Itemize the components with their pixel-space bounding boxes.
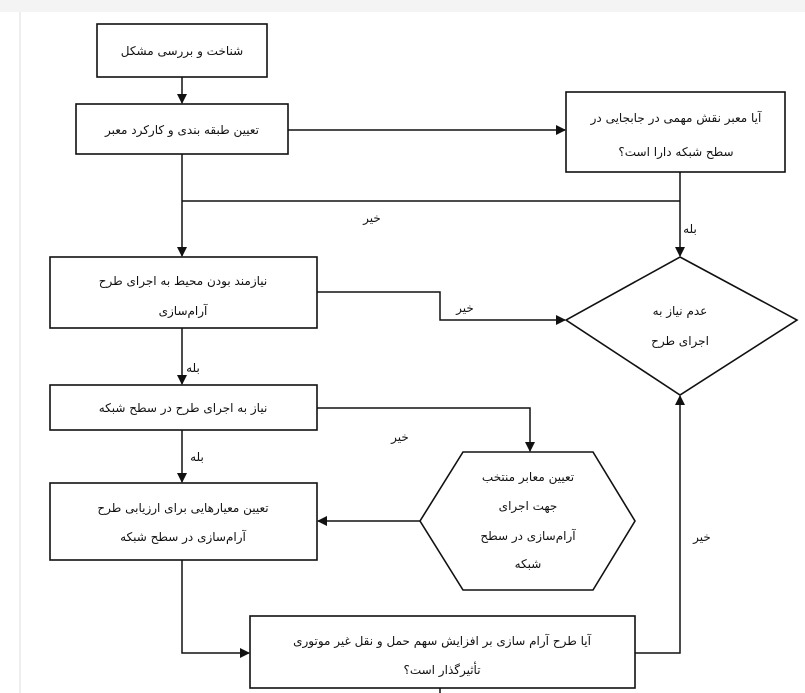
node-no-need (564, 256, 799, 396)
node-need-question (49, 256, 318, 329)
node-nonmotorized-line2: تأثیرگذار است؟ (403, 661, 480, 678)
edge-label-no-1: خیر (362, 211, 381, 226)
node-criteria-line2: آرام‌سازی در سطح شبکه (120, 529, 246, 545)
edge-network-no (317, 407, 535, 452)
node-select-line2: جهت اجرای (499, 499, 558, 514)
node-select-streets (419, 451, 636, 591)
edge-criteria-question (181, 560, 250, 658)
edge-label-no-2: خیر (455, 301, 474, 316)
node-classify-text: تعیین طبقه بندی و کارکرد معبر (104, 123, 259, 138)
node-nonmotorized-line1: آیا طرح آرام سازی بر افزایش سهم حمل و نق… (293, 633, 591, 649)
node-no-need-line1: عدم نیاز به (653, 304, 708, 319)
node-need-line2: آرام‌سازی (159, 303, 208, 319)
node-select-line1: تعیین معابر منتخب (482, 470, 574, 485)
node-network-role-line1: آیا معبر نقش مهمی در جابجایی در (590, 110, 762, 126)
node-select-line4: شبکه (515, 557, 542, 571)
node-need-line1: نیازمند بودن محیط به اجرای طرح (99, 274, 268, 289)
node-classify (75, 103, 289, 155)
node-network-need (49, 384, 318, 431)
edge-label-yes-3: بله (190, 450, 204, 464)
top-margin (0, 0, 805, 12)
node-select-line3: آرام‌سازی در سطح (480, 528, 576, 544)
node-nonmotorized-question (249, 615, 636, 689)
edge-label-yes-1: بله (683, 222, 697, 236)
node-identify (96, 23, 268, 78)
edge-label-yes-2: بله (186, 361, 200, 375)
edge-label-no-4: خیر (692, 530, 711, 545)
node-network-role-line2: سطح شبکه دارا است؟ (618, 145, 733, 160)
node-network-need-text: نیاز به اجرای طرح در سطح شبکه (99, 401, 268, 416)
node-no-need-line2: اجرای طرح (651, 334, 709, 349)
node-identify-text: شناخت و بررسی مشکل (121, 44, 243, 59)
edge-question-no (635, 395, 685, 654)
node-criteria (49, 482, 318, 561)
edge-label-no-3: خیر (390, 430, 409, 445)
node-network-role-question (565, 91, 786, 173)
node-criteria-line1: تعیین معیارهایی برای ارزیابی طرح (97, 501, 268, 516)
edge-need-no (317, 291, 566, 325)
